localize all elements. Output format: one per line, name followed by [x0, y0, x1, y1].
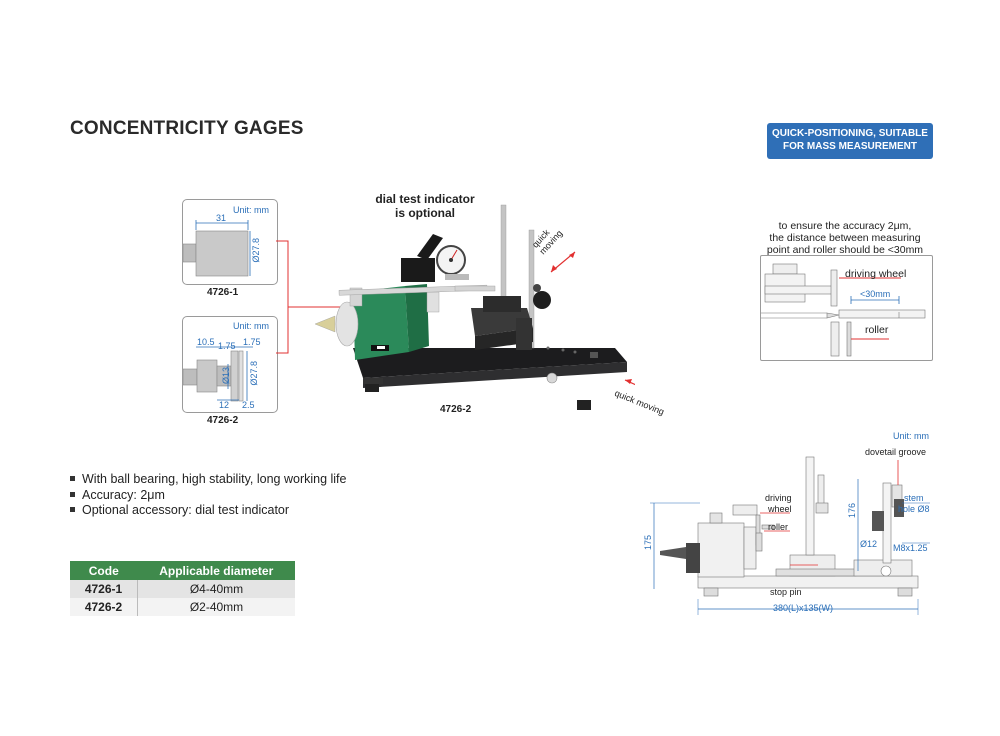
accuracy-note-line-1: to ensure the accuracy 2μm, [778, 220, 912, 232]
dimension-1-75-left: 1.75 [218, 341, 236, 351]
feature-item: Optional accessory: dial test indicator [70, 503, 346, 519]
tip-drawing-2 [183, 346, 253, 402]
feature-item: Accuracy: 2μm [70, 488, 346, 504]
stem-text: stem [904, 493, 924, 503]
product-illustration [314, 204, 635, 410]
tip-drawing-1 [183, 220, 251, 277]
spec-table: Code Applicable diameter 4726-1 Ø4-40mm … [70, 561, 295, 616]
badge-line-1: QUICK-POSITIONING, SUITABLE [772, 128, 928, 139]
drawing-height-176: 176 [847, 503, 857, 519]
dial-indicator-note: dial test indicator is optional [360, 192, 490, 220]
dovetail-label: dovetail groove [865, 447, 927, 457]
accuracy-note: to ensure the accuracy 2μm, the distance… [745, 220, 945, 256]
feature-list: With ball bearing, high stability, long … [70, 472, 346, 519]
accuracy-drawing [761, 263, 926, 357]
driving-wheel-label: driving wheel [845, 268, 907, 280]
technical-drawing [650, 456, 930, 615]
dimension-d27-8: Ø27.8 [249, 361, 259, 386]
cell-code: 4726-2 [70, 598, 138, 616]
wheel-text: wheel [768, 504, 792, 514]
unit-label: Unit: mm [233, 205, 269, 215]
width-dimension: 31 [216, 213, 227, 223]
dimension-12: 12 [219, 400, 230, 410]
cell-code: 4726-1 [70, 580, 138, 598]
drawing-roller: roller [768, 522, 789, 532]
feature-text: Accuracy: 2μm [82, 487, 165, 502]
accuracy-diagram: driving wheel <30mm roller [760, 255, 933, 361]
dial-note-line-1: dial test indicator [375, 192, 475, 206]
dial-note-line-2: is optional [395, 206, 455, 220]
drawing-stop-pin: stop pin [770, 587, 802, 597]
bullet-icon [70, 507, 75, 512]
roller-label: roller [865, 324, 889, 336]
driving-text: driving [765, 493, 792, 503]
badge-line-2: FOR MASS MEASUREMENT [783, 141, 917, 152]
drawing-driving-wheel: driving wheel [765, 493, 792, 515]
unit-label: Unit: mm [233, 321, 269, 331]
diameter-dimension: Ø27.8 [251, 238, 261, 263]
diagram-4726-1: Unit: mm 31 Ø27.8 [182, 199, 278, 285]
distance-label: <30mm [860, 289, 891, 299]
cell-diameter: Ø2-40mm [137, 598, 295, 616]
dimension-10-5: 10.5 [197, 337, 215, 347]
feature-item: With ball bearing, high stability, long … [70, 472, 346, 488]
hole-text: hole Ø8 [898, 504, 930, 514]
drawing-stem-hole: stem hole Ø8 [898, 493, 930, 515]
photo-caption: 4726-2 [440, 404, 472, 415]
dimension-1-75-right: 1.75 [243, 337, 261, 347]
drawing-m8: M8x1.25 [893, 543, 928, 553]
dimension-d13: Ø13 [221, 367, 231, 385]
feature-text: With ball bearing, high stability, long … [82, 472, 347, 486]
diagram-2-caption: 4726-2 [207, 415, 239, 426]
drawing-d12: Ø12 [860, 539, 878, 549]
accuracy-note-line-2: the distance between measuring [769, 232, 921, 244]
table-row: 4726-2 Ø2-40mm [70, 598, 295, 616]
diagram-4726-2: Unit: mm 10.5 1.75 1.75 Ø13 Ø27.8 12 2.5 [182, 316, 278, 413]
bullet-icon [70, 491, 75, 497]
bullet-icon [70, 476, 75, 481]
table-row: 4726-1 Ø4-40mm [70, 580, 295, 598]
drawing-footprint: 380(L)x135(W) [773, 603, 834, 613]
header-code: Code [70, 561, 138, 580]
drawing-height-175: 175 [643, 535, 653, 551]
feature-text: Optional accessory: dial test indicator [82, 503, 290, 517]
accuracy-note-line-3: point and roller should be <30mm [766, 244, 924, 256]
cell-diameter: Ø4-40mm [137, 580, 295, 598]
header-diameter: Applicable diameter [137, 561, 295, 580]
diagram-1-caption: 4726-1 [207, 287, 239, 298]
drawing-unit-label: Unit: mm [893, 431, 929, 441]
page-title: CONCENTRICITY GAGES [70, 118, 304, 139]
connector-lines [276, 240, 352, 354]
dimension-2-5: 2.5 [242, 400, 255, 410]
feature-badge: QUICK-POSITIONING, SUITABLE FOR MASS MEA… [767, 123, 933, 159]
